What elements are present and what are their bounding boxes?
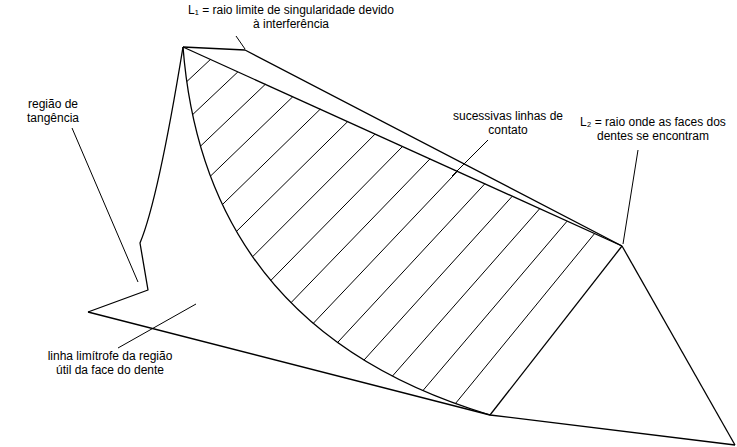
leader-line (236, 36, 245, 49)
contact-line (423, 221, 567, 391)
contact-line (210, 97, 292, 176)
leader-line (452, 140, 488, 176)
contact-line (253, 134, 375, 257)
contact-line (455, 234, 594, 404)
callout-label: sucessivas linhas de contato (448, 110, 568, 138)
contact-line (187, 59, 211, 81)
base-edge (88, 312, 735, 445)
contact-line (338, 184, 485, 343)
limit-curve (183, 47, 490, 415)
callout-label: linha limítrofe da região útil da face d… (40, 350, 180, 378)
tangency-curve (88, 47, 183, 312)
right-face-edge (490, 246, 622, 415)
contact-line (271, 147, 403, 281)
callout-label: L₁ = raio limite de singularidade devido… (186, 4, 396, 32)
contact-line (291, 159, 430, 303)
contact-line (364, 196, 512, 360)
callout-label: região de tangência (14, 98, 92, 126)
callout-label: L₂ = raio onde as faces dos dentes se en… (572, 116, 734, 144)
contact-line (313, 171, 457, 323)
contact-line (392, 209, 539, 376)
right-face-edge (622, 246, 735, 445)
leader-line (623, 150, 638, 244)
contact-line (193, 72, 238, 115)
leader-line (118, 304, 196, 348)
contact-line (200, 84, 265, 146)
leader-line (72, 128, 138, 282)
contact-line (222, 109, 320, 204)
contact-line (236, 122, 347, 232)
